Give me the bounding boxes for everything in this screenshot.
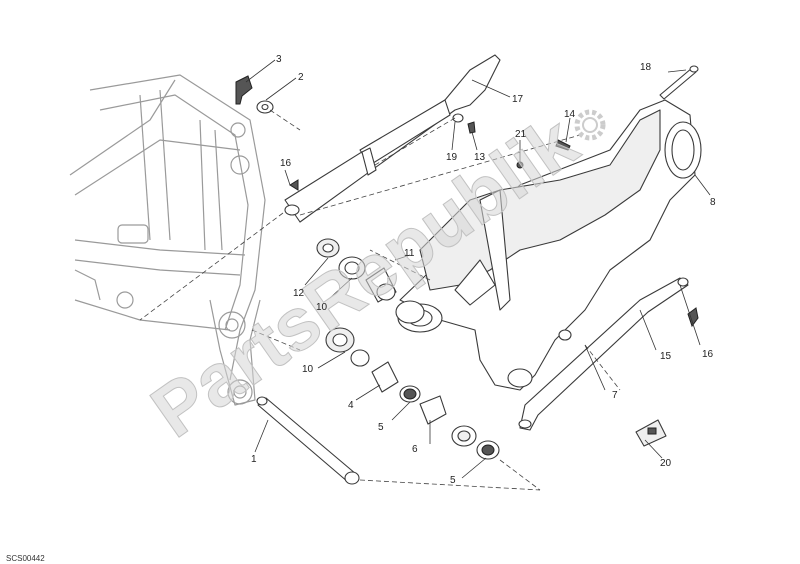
- bolt-18[interactable]: [659, 65, 699, 100]
- callout-19: 19: [446, 152, 458, 163]
- callout-2: 2: [298, 72, 304, 83]
- callout-7: 7: [612, 390, 618, 401]
- fasteners-top[interactable]: [235, 75, 699, 328]
- swingarm[interactable]: [397, 99, 702, 391]
- callout-10a: 10: [316, 302, 328, 313]
- callout-15: 15: [660, 351, 672, 362]
- callout-17: 17: [512, 94, 524, 105]
- frame-structure: [69, 74, 266, 406]
- callout-10b: 10: [302, 364, 314, 375]
- callout-12: 12: [293, 288, 305, 299]
- callout-5a: 5: [378, 422, 384, 433]
- assembly-lines: [139, 109, 621, 491]
- bearings-and-spacers[interactable]: [316, 238, 500, 460]
- callout-13: 13: [474, 152, 486, 163]
- callout-8: 8: [710, 197, 716, 208]
- callout-14: 14: [564, 109, 576, 120]
- callout-21: 21: [515, 129, 527, 140]
- callout-5b: 5: [450, 475, 456, 486]
- callout-4: 4: [348, 400, 354, 411]
- callout-1: 1: [251, 454, 257, 465]
- drawing-code: SCS00442: [6, 554, 45, 563]
- callout-11: 11: [404, 248, 415, 259]
- callout-6: 6: [412, 444, 418, 455]
- chain-guard[interactable]: [284, 54, 501, 223]
- callout-3: 3: [276, 54, 282, 65]
- callout-labels: 1 2 3 4 5 5 6 7 8 10 10 11 12 13 14 15 1…: [251, 54, 716, 486]
- plate-20[interactable]: [635, 419, 667, 447]
- callout-16a: 16: [280, 158, 292, 169]
- gear-logo-icon: [574, 109, 606, 141]
- callout-16b: 16: [702, 349, 714, 360]
- chain-slider-lower[interactable]: [518, 277, 689, 431]
- callout-20: 20: [660, 458, 672, 469]
- pivot-shaft[interactable]: [256, 396, 360, 485]
- leader-lines: [245, 59, 711, 479]
- callout-18: 18: [640, 62, 652, 73]
